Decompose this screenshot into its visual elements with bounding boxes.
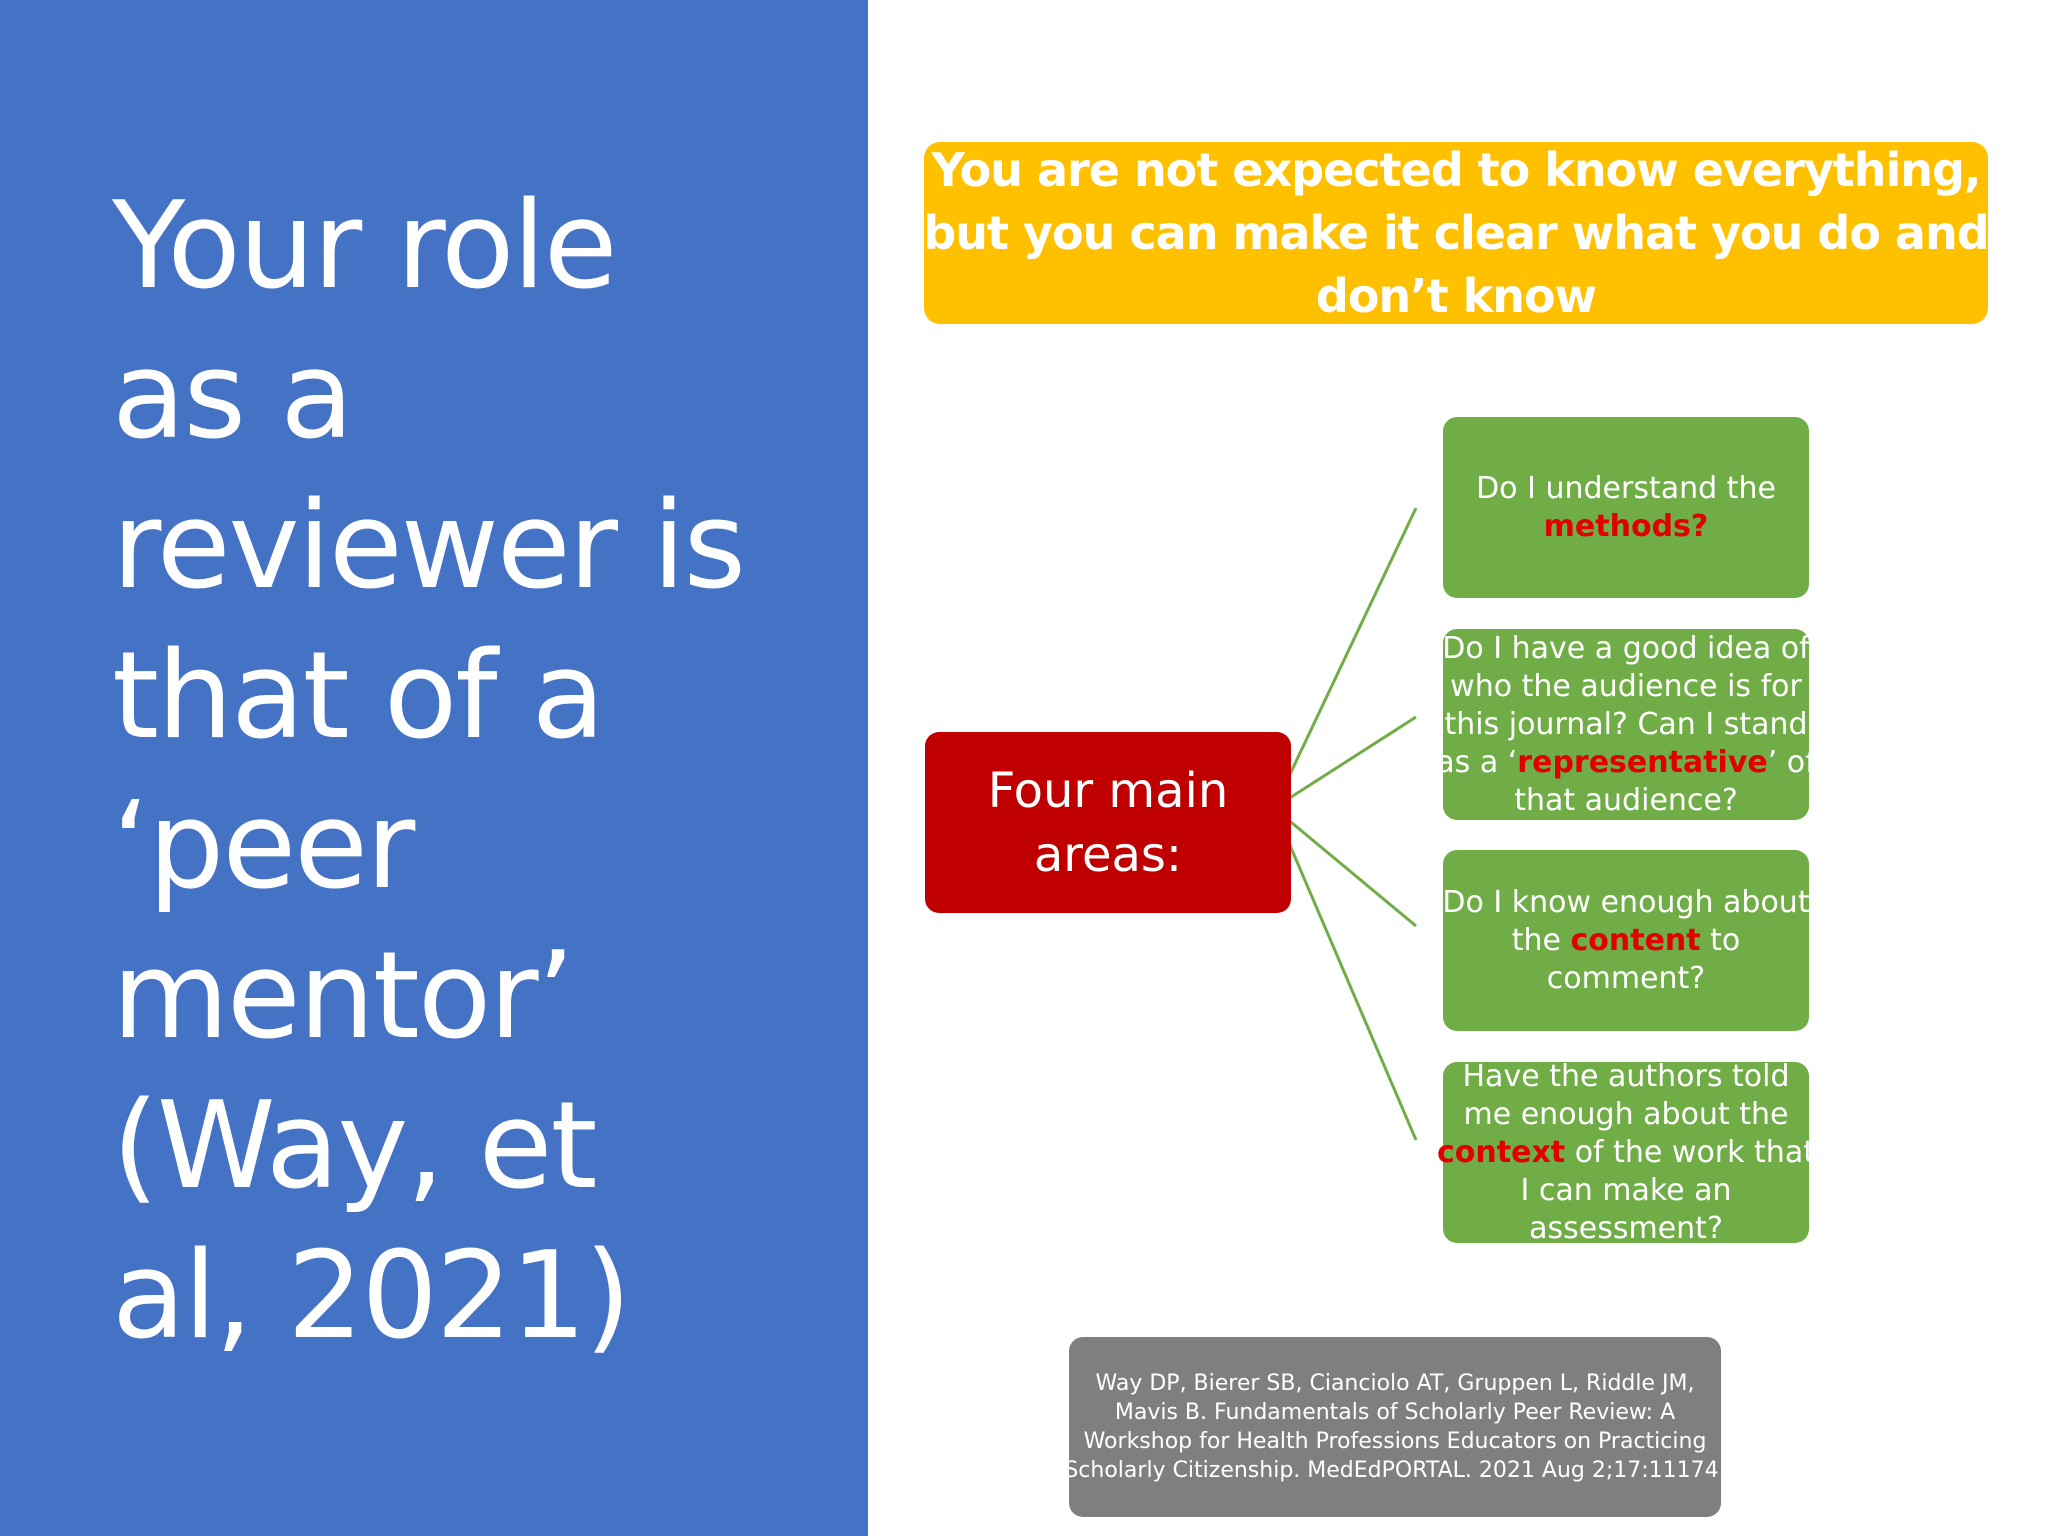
question-text: Have the authors told me enough about th…	[1437, 1058, 1815, 1248]
citation-line: Scholarly Citizenship. MedEdPORTAL. 2021…	[1064, 1458, 1726, 1483]
citation-line: Way DP, Bierer SB, Cianciolo AT, Gruppen…	[1095, 1371, 1695, 1396]
title-line: as a	[112, 327, 354, 466]
text-fragment: the	[1511, 922, 1571, 958]
question-line: Have the authors told	[1462, 1058, 1790, 1094]
question-content-box: Do I know enough about the content to co…	[1442, 850, 1810, 1031]
title-line: reviewer is	[112, 477, 746, 616]
question-line: that audience?	[1514, 782, 1738, 818]
hub-line: Four main	[987, 762, 1229, 819]
citation-line: Mavis B. Fundamentals of Scholarly Peer …	[1114, 1400, 1676, 1425]
question-text: Do I understand the methods?	[1476, 470, 1776, 546]
hub-line: areas:	[1033, 826, 1183, 883]
text-fragment: as a ‘	[1436, 744, 1518, 780]
question-line: me enough about the	[1463, 1096, 1789, 1132]
title-line: ‘peer	[112, 777, 415, 916]
text-fragment: ’ of	[1767, 744, 1816, 780]
connector-line-methods	[1272, 507, 1418, 809]
representative-keyword: representative	[1517, 744, 1768, 780]
title-line: mentor’	[112, 927, 575, 1066]
question-text: Do I have a good idea of who the audienc…	[1436, 630, 1815, 820]
banner-line: don’t know	[1315, 268, 1597, 323]
question-line: context of the work that	[1437, 1134, 1815, 1172]
citation-box: Way DP, Bierer SB, Cianciolo AT, Gruppen…	[1064, 1337, 1726, 1517]
hub-text: Four main areas:	[988, 759, 1229, 887]
question-methods-box: Do I understand the methods?	[1443, 417, 1809, 598]
connector-line-context	[1272, 807, 1418, 1141]
question-text: Do I know enough about the content to co…	[1442, 884, 1809, 998]
question-audience-box: Do I have a good idea of who the audienc…	[1436, 629, 1816, 820]
title-line: al, 2021)	[112, 1227, 631, 1366]
title-line: (Way, et	[112, 1077, 598, 1216]
title-line: that of a	[112, 627, 605, 766]
question-line: Do I understand the	[1476, 470, 1776, 506]
question-line: I can make an	[1520, 1172, 1732, 1208]
connector-line-audience	[1273, 715, 1417, 810]
question-line: this journal? Can I stand	[1444, 706, 1808, 742]
text-fragment: of the work that	[1565, 1134, 1815, 1170]
text-fragment: to	[1700, 922, 1741, 958]
key-message-banner: You are not expected to know everything,…	[923, 142, 1990, 324]
question-line: methods?	[1476, 508, 1776, 546]
question-line: Do I know enough about	[1442, 884, 1810, 920]
question-line: Do I have a good idea of	[1442, 630, 1810, 666]
banner-line: You are not expected to know everything,	[931, 142, 1982, 197]
citation-line: Workshop for Health Professions Educator…	[1083, 1429, 1707, 1454]
four-main-areas-box: Four main areas:	[925, 732, 1291, 913]
context-keyword: context	[1437, 1134, 1566, 1170]
slide-title: Your role as a reviewer is that of a ‘pe…	[112, 172, 812, 1372]
title-panel: Your role as a reviewer is that of a ‘pe…	[0, 0, 868, 1536]
methods-keyword: methods?	[1543, 508, 1709, 544]
question-line: assessment?	[1529, 1210, 1723, 1246]
question-context-box: Have the authors told me enough about th…	[1437, 1059, 1815, 1246]
question-line: the content to	[1442, 922, 1809, 960]
banner-line: but you can make it clear what you do an…	[923, 205, 1989, 260]
question-line: who the audience is for	[1450, 668, 1802, 704]
title-line: Your role	[112, 177, 618, 316]
connector-line-content	[1273, 806, 1417, 928]
citation-text: Way DP, Bierer SB, Cianciolo AT, Gruppen…	[1064, 1369, 1725, 1485]
banner-text: You are not expected to know everything,…	[923, 139, 1989, 328]
question-line: as a ‘representative’ of	[1436, 744, 1815, 782]
question-line: comment?	[1546, 960, 1706, 996]
content-keyword: content	[1570, 922, 1701, 958]
